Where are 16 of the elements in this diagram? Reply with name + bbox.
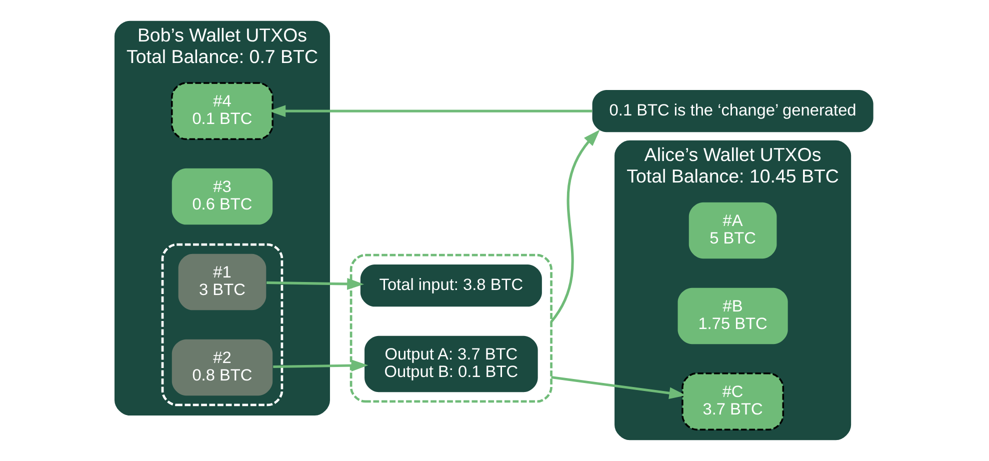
node-box: #C 3.7 BTC [682, 372, 784, 430]
arrow [266, 278, 364, 290]
cluster [161, 243, 284, 406]
node-box: 0.1 BTC is the ‘change’ generated [592, 90, 874, 132]
node-box: #2 0.8 BTC [172, 339, 273, 396]
arrow [273, 360, 368, 372]
arrow [550, 130, 600, 323]
arrow [551, 376, 686, 399]
node-box: #A 5 BTC [688, 202, 777, 259]
node-box: #3 0.6 BTC [172, 168, 273, 225]
arrow [268, 105, 592, 117]
node-box: #B 1.75 BTC [678, 288, 788, 344]
node-box: #4 0.1 BTC [171, 82, 274, 140]
node-box: Output A: 3.7 BTC Output B: 0.1 BTC [364, 336, 538, 392]
node-box: #1 3 BTC [178, 254, 266, 310]
node-box: Total input: 3.8 BTC [360, 264, 542, 307]
